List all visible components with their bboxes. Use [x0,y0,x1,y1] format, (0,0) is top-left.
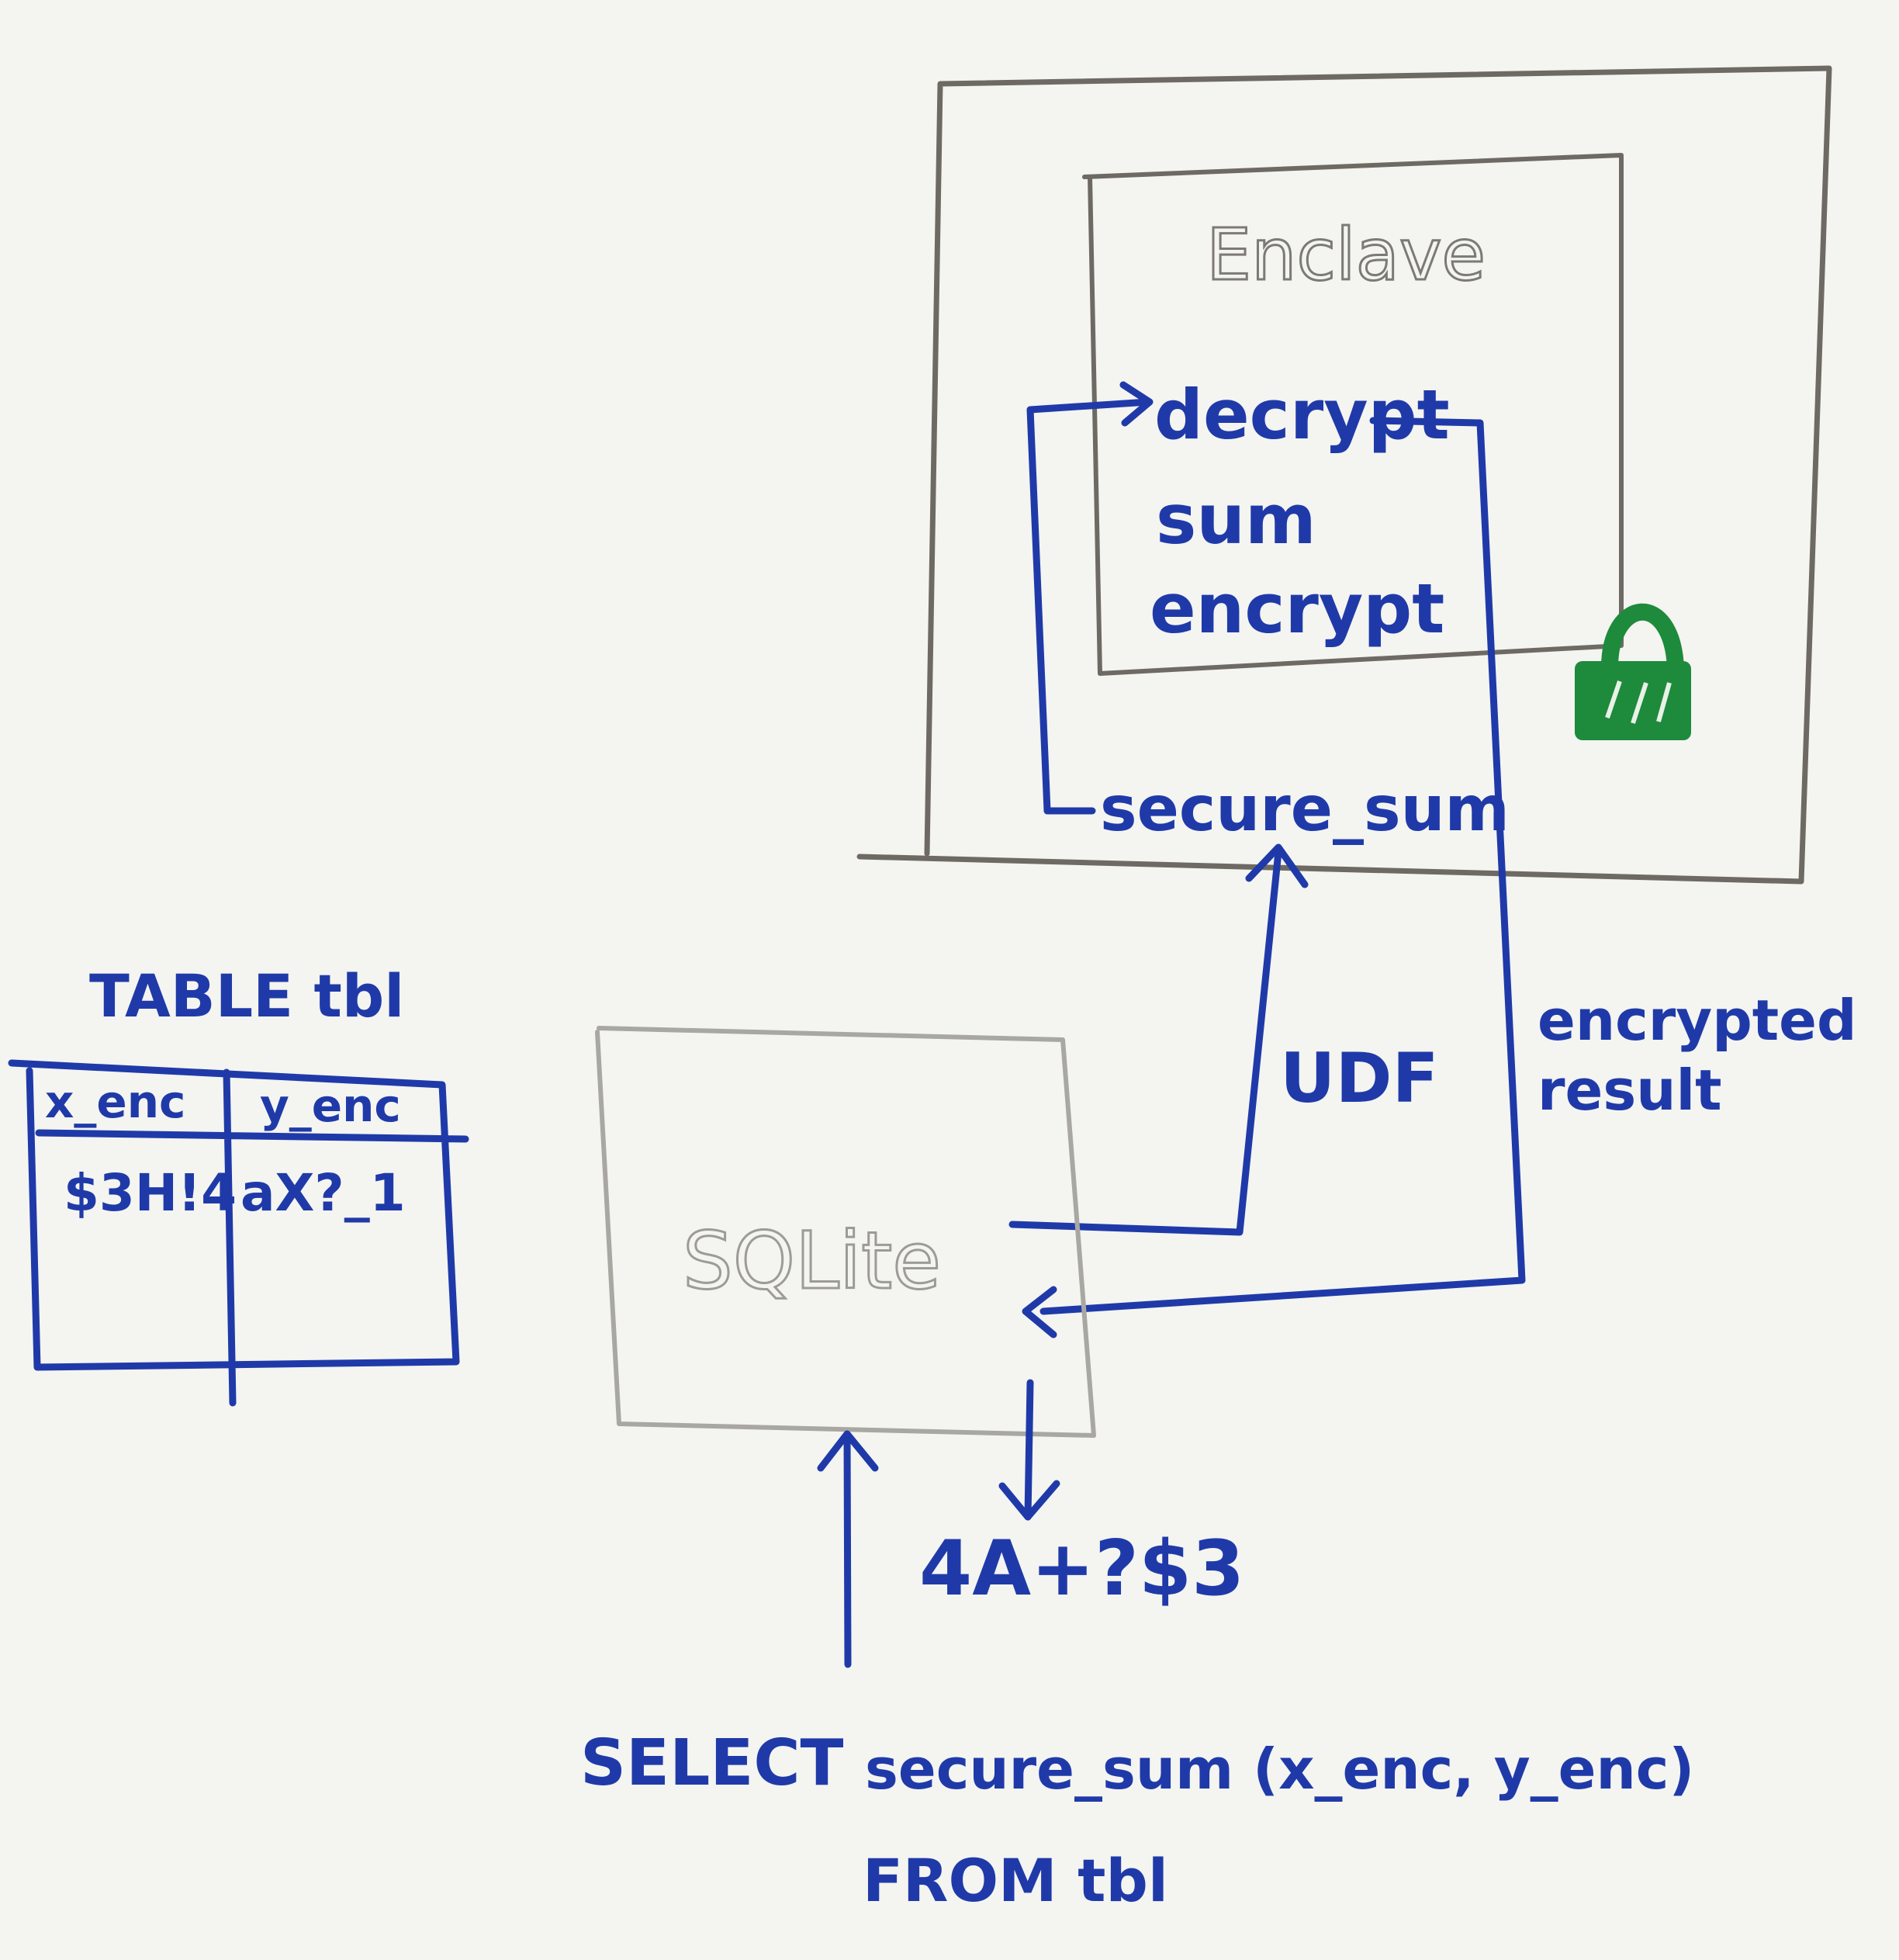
outer-enclave-frame [856,65,1832,885]
query-from-clause: FROM tbl [863,1846,1168,1915]
table-header-x-enc: x_enc [45,1075,185,1128]
encrypted-result-line [1039,417,1526,1315]
table-cell-y: aX?_1 [240,1163,406,1223]
query-select-keyword: SELECT [580,1726,844,1800]
encrypted-result-label-line1: encrypted [1538,988,1857,1053]
query-expression: secure_sum (x_enc, y_enc) [865,1737,1694,1802]
udf-label: UDF [1280,1038,1439,1118]
enclave-step-encrypt: encrypt [1150,569,1444,649]
enclave-step-sum: sum [1156,480,1316,559]
inner-enclave-box [1082,153,1624,676]
decrypt-arrowhead [1119,381,1154,427]
table-grid [8,1059,469,1407]
udf-arrow-line [1008,848,1282,1236]
sqlite-box [595,1026,1096,1438]
enclave-title: Enclave [1206,213,1486,296]
output-arrow-line [1024,1379,1034,1521]
table-header-y-enc: y_enc [260,1079,401,1132]
output-value: 4A+?$3 [919,1525,1244,1613]
lock-icon [1575,603,1691,740]
result-arrowhead-into-sqlite [1022,1286,1057,1338]
query-arrowhead [817,1430,879,1472]
sqlite-label: SQLite [683,1215,941,1307]
loop-to-decrypt-arrow [1026,398,1152,815]
secure-sum-function: secure_sum [1100,773,1510,845]
output-arrowhead [998,1480,1060,1521]
udf-arrowhead [1245,843,1309,888]
table-cell-x: $3H!4 [64,1163,237,1223]
encrypted-result-label-line2: result [1538,1058,1722,1123]
query-arrow-line [843,1432,852,1668]
enclave-step-decrypt: decrypt [1154,375,1450,455]
table-title: TABLE tbl [89,961,404,1030]
